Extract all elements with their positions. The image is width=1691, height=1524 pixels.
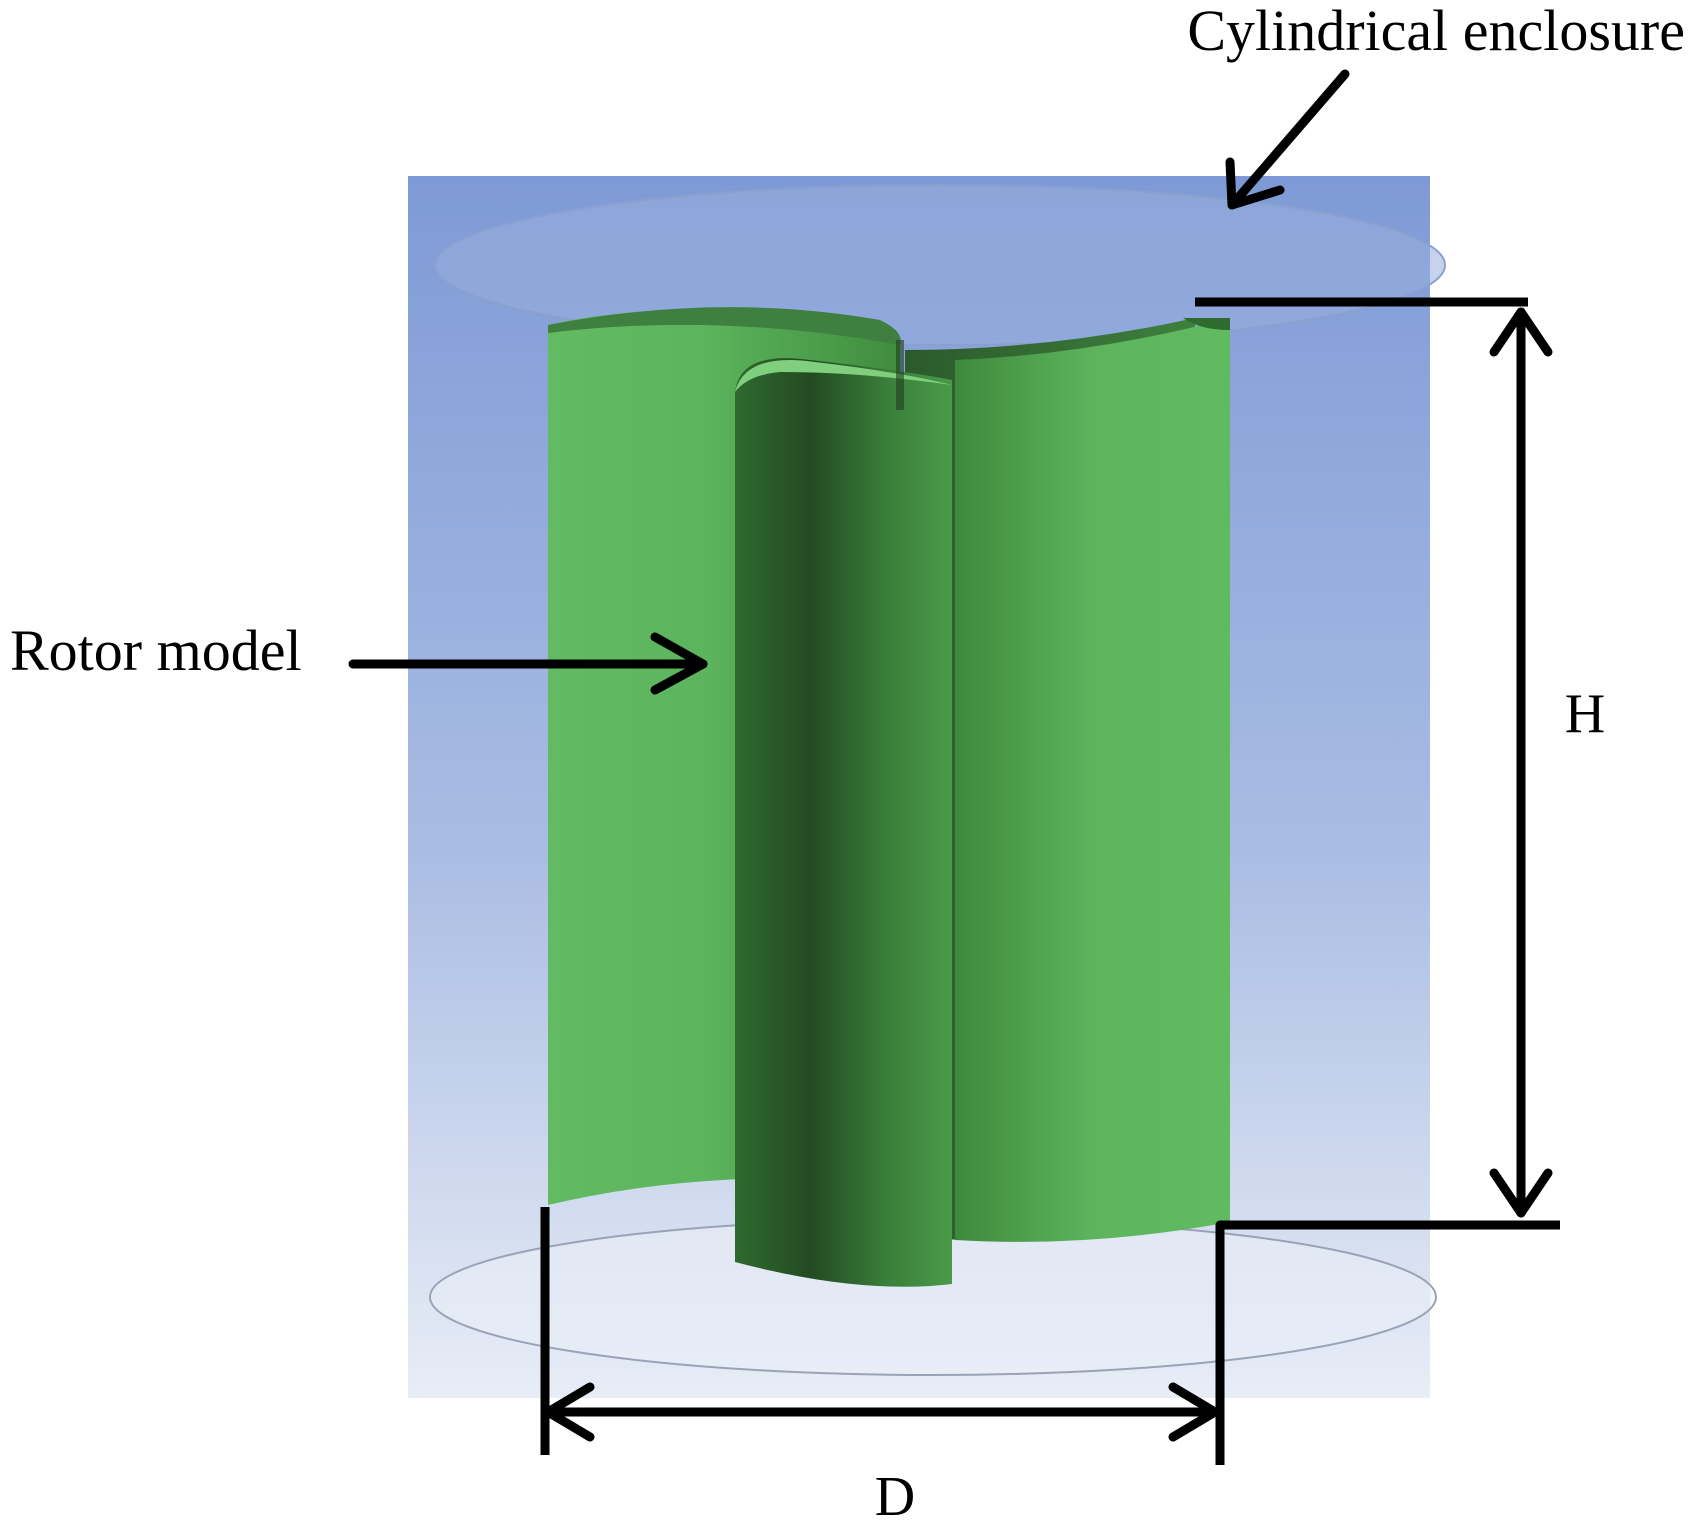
rotor-arrow-head — [650, 632, 708, 695]
rotor-center-blade-rim — [735, 360, 952, 392]
enclosure-top-ellipse — [434, 184, 1446, 346]
height-arrow-top — [1489, 307, 1553, 357]
rotor-label: Rotor model — [10, 618, 302, 683]
diameter-arrow-left — [543, 1382, 595, 1442]
rotor-left-blade-rim — [548, 307, 901, 345]
height-arrow-bottom — [1489, 1168, 1553, 1218]
height-label: H — [1565, 683, 1605, 745]
rotor-model — [548, 307, 1230, 1287]
enclosure-arrow-head — [1225, 157, 1285, 210]
enclosure-arrow-shaft — [1227, 69, 1350, 210]
rotor-right-blade — [955, 318, 1230, 1242]
enclosure-label: Cylindrical enclosure — [1187, 0, 1685, 63]
rotor-right-blade-rim — [1183, 318, 1230, 330]
rotor-center-blade — [735, 358, 952, 1287]
diameter-arrow-right — [1168, 1382, 1220, 1442]
annotations — [348, 69, 1560, 1465]
height-bottom-extension — [1215, 1220, 1560, 1465]
rotor-blade-gap — [896, 340, 904, 410]
diameter-label: D — [875, 1466, 915, 1524]
